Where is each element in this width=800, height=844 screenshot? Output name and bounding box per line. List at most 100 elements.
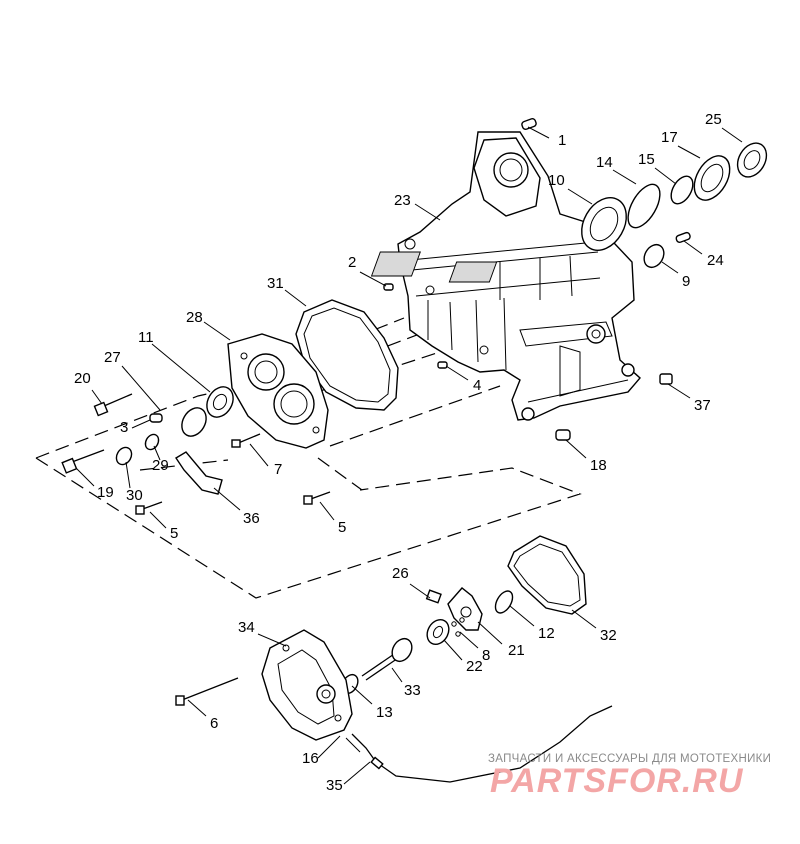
leader-line-13 xyxy=(351,685,373,705)
leader-line-9 xyxy=(661,261,679,274)
leader-line-11 xyxy=(151,343,211,393)
leader-line-21 xyxy=(477,621,503,645)
callout-29: 29 xyxy=(152,457,169,474)
balls-8 xyxy=(451,617,465,637)
callout-25: 25 xyxy=(705,111,722,128)
pushrod-33 xyxy=(361,637,413,681)
callout-26: 26 xyxy=(392,565,409,582)
bushing-25 xyxy=(736,142,768,178)
callout-5: 5 xyxy=(170,525,178,542)
o-ring-27 xyxy=(181,407,207,437)
callout-27: 27 xyxy=(104,349,121,366)
bearing-30 xyxy=(115,446,133,466)
leader-line-30 xyxy=(125,461,131,489)
bearing-housing-28 xyxy=(227,333,329,449)
leader-line-3 xyxy=(131,419,151,429)
leader-line-4 xyxy=(445,365,469,381)
transmission-housing xyxy=(370,131,641,421)
cam-22 xyxy=(426,618,450,646)
retaining-ring-12 xyxy=(494,590,514,614)
callout-9: 9 xyxy=(682,273,690,290)
callout-12: 12 xyxy=(538,625,555,642)
cable-35 xyxy=(345,705,613,783)
leader-line-23 xyxy=(414,203,441,221)
leader-line-18 xyxy=(565,439,587,459)
leader-line-1 xyxy=(527,126,550,139)
bracket-36 xyxy=(175,451,223,495)
leader-line-20 xyxy=(91,389,103,405)
seal-17 xyxy=(693,155,731,201)
callout-16: 16 xyxy=(302,750,319,767)
leader-line-10 xyxy=(567,188,593,205)
screw-5-right xyxy=(303,491,331,505)
callout-3: 3 xyxy=(120,419,128,436)
callout-28: 28 xyxy=(186,309,203,326)
leader-line-2 xyxy=(359,271,387,287)
watermark: ЗАПЧАСТИ И АКСЕССУАРЫ ДЛЯ МОТОТЕХНИКИ PA… xyxy=(488,753,771,800)
leader-line-5 xyxy=(149,511,167,529)
leader-line-36 xyxy=(213,487,241,511)
leader-line-15 xyxy=(654,167,677,185)
leader-line-33 xyxy=(391,667,403,683)
side-cover-34 xyxy=(261,629,353,741)
leader-line-17 xyxy=(677,145,701,159)
leader-line-12 xyxy=(509,605,535,627)
stud-7 xyxy=(231,433,261,448)
leader-line-25 xyxy=(721,127,743,143)
callout-15: 15 xyxy=(638,151,655,168)
leader-line-26 xyxy=(409,583,431,599)
callout-22: 22 xyxy=(466,658,483,675)
fitting-26 xyxy=(425,589,442,604)
bearing-10 xyxy=(581,197,627,251)
leader-line-8 xyxy=(459,631,479,649)
watermark-brand: PARTSFOR.RU xyxy=(490,762,744,800)
bearing-9 xyxy=(643,243,665,269)
leader-line-5 xyxy=(319,501,335,521)
leader-line-24 xyxy=(683,240,703,255)
callout-20: 20 xyxy=(74,370,91,387)
callout-30: 30 xyxy=(126,487,143,504)
bolt-20 xyxy=(93,393,133,417)
callout-4: 4 xyxy=(473,377,481,394)
leader-line-19 xyxy=(75,467,95,487)
leader-line-28 xyxy=(203,321,231,341)
bolt-6 xyxy=(175,677,239,706)
leader-line-22 xyxy=(443,639,463,661)
callout-13: 13 xyxy=(376,704,393,721)
lever-21 xyxy=(447,587,483,631)
callout-18: 18 xyxy=(590,457,607,474)
callout-2: 2 xyxy=(348,254,356,271)
leader-line-27 xyxy=(121,365,161,411)
callout-1: 1 xyxy=(558,132,566,149)
callout-32: 32 xyxy=(600,627,617,644)
leader-line-35 xyxy=(343,761,371,785)
leader-line-14 xyxy=(612,169,637,185)
leader-line-31 xyxy=(284,289,307,307)
screw-5-left xyxy=(135,501,163,515)
callout-33: 33 xyxy=(404,682,421,699)
callout-34: 34 xyxy=(238,619,255,636)
callout-8: 8 xyxy=(482,647,490,664)
leader-line-7 xyxy=(249,443,269,467)
retaining-ring-14 xyxy=(627,183,661,229)
callout-21: 21 xyxy=(508,642,525,659)
leader-line-34 xyxy=(257,633,287,647)
callout-36: 36 xyxy=(243,510,260,527)
callout-24: 24 xyxy=(707,252,724,269)
callout-11: 11 xyxy=(138,329,154,346)
leader-line-16 xyxy=(317,735,341,759)
callout-19: 19 xyxy=(97,484,114,501)
bolt-19 xyxy=(61,449,105,474)
dowel-pins xyxy=(149,117,691,441)
callout-17: 17 xyxy=(661,129,678,146)
callout-31: 31 xyxy=(267,275,284,292)
leader-line-29 xyxy=(153,445,161,461)
leader-line-32 xyxy=(571,609,597,629)
callout-14: 14 xyxy=(596,154,613,171)
leader-line-37 xyxy=(667,383,691,399)
bearing-11 xyxy=(206,386,234,418)
watermark-tagline: ЗАПЧАСТИ И АКСЕССУАРЫ ДЛЯ МОТОТЕХНИКИ xyxy=(488,753,771,765)
callout-7: 7 xyxy=(274,461,282,478)
